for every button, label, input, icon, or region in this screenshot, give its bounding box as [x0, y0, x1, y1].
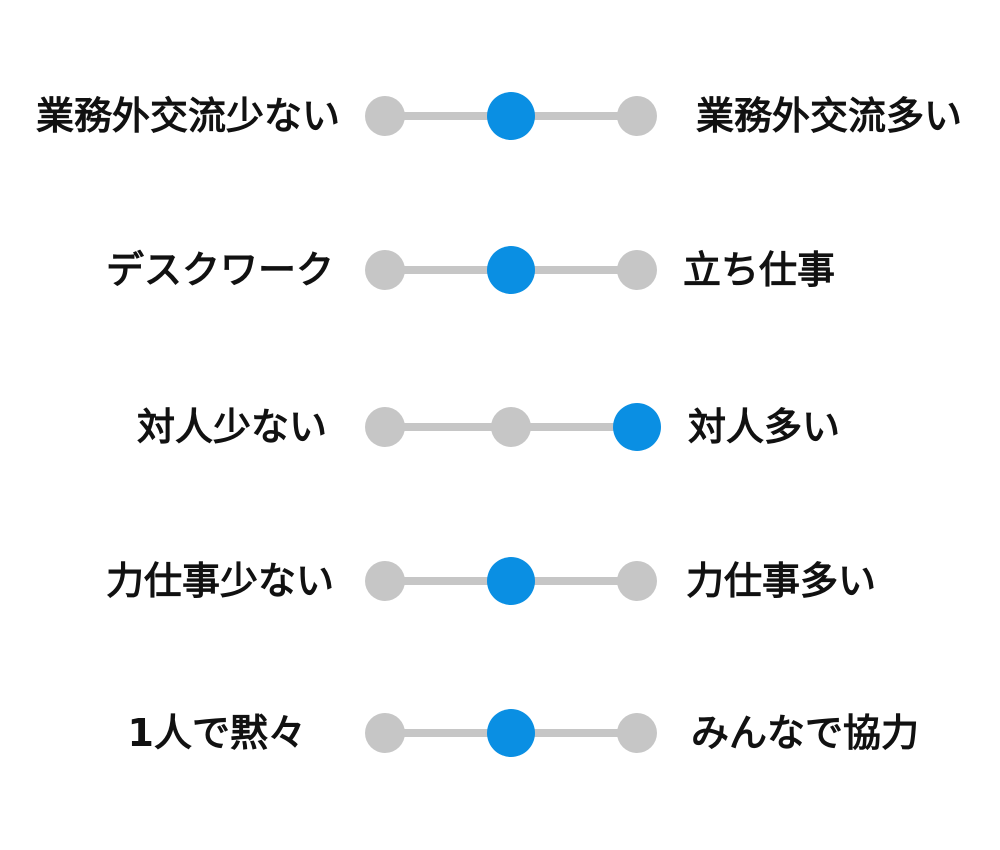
scale-stop-1[interactable]	[365, 96, 405, 136]
scale-stop-3[interactable]	[617, 713, 657, 753]
scale-stop-3[interactable]	[617, 250, 657, 290]
scale-stop-2[interactable]	[487, 92, 535, 140]
scale-right-label: みんなで協力	[691, 711, 920, 755]
scale-left-label: 対人少ない	[136, 405, 327, 449]
scale-stop-2[interactable]	[487, 557, 535, 605]
scale-stop-2[interactable]	[491, 407, 531, 447]
scale-left-label: デスクワーク	[105, 248, 334, 292]
scale-right-label: 立ち仕事	[683, 248, 836, 292]
scale-right-label: 力仕事多い	[686, 559, 877, 603]
scale-left-label: 1人で黙々	[127, 711, 306, 755]
scale-stop-1[interactable]	[365, 713, 405, 753]
scale-row-social: 業務外交流少ない 業務外交流多い	[0, 86, 1000, 146]
scale-row-posture: デスクワーク 立ち仕事	[0, 240, 1000, 300]
scale-left-label: 力仕事少ない	[105, 559, 334, 603]
scale-row-interpersonal: 対人少ない 対人多い	[0, 397, 1000, 457]
scale-right-label: 業務外交流多い	[696, 94, 963, 138]
scale-stop-1[interactable]	[365, 250, 405, 290]
scale-stop-3[interactable]	[613, 403, 661, 451]
scale-stop-2[interactable]	[487, 709, 535, 757]
scale-stop-3[interactable]	[617, 561, 657, 601]
scale-left-label: 業務外交流少ない	[35, 94, 340, 138]
scale-right-label: 対人多い	[688, 405, 841, 449]
scale-stop-1[interactable]	[365, 561, 405, 601]
scale-row-physical: 力仕事少ない 力仕事多い	[0, 551, 1000, 611]
scale-stop-3[interactable]	[617, 96, 657, 136]
scale-stop-2[interactable]	[487, 246, 535, 294]
scale-stop-1[interactable]	[365, 407, 405, 447]
scale-row-teamwork: 1人で黙々 みんなで協力	[0, 703, 1000, 763]
